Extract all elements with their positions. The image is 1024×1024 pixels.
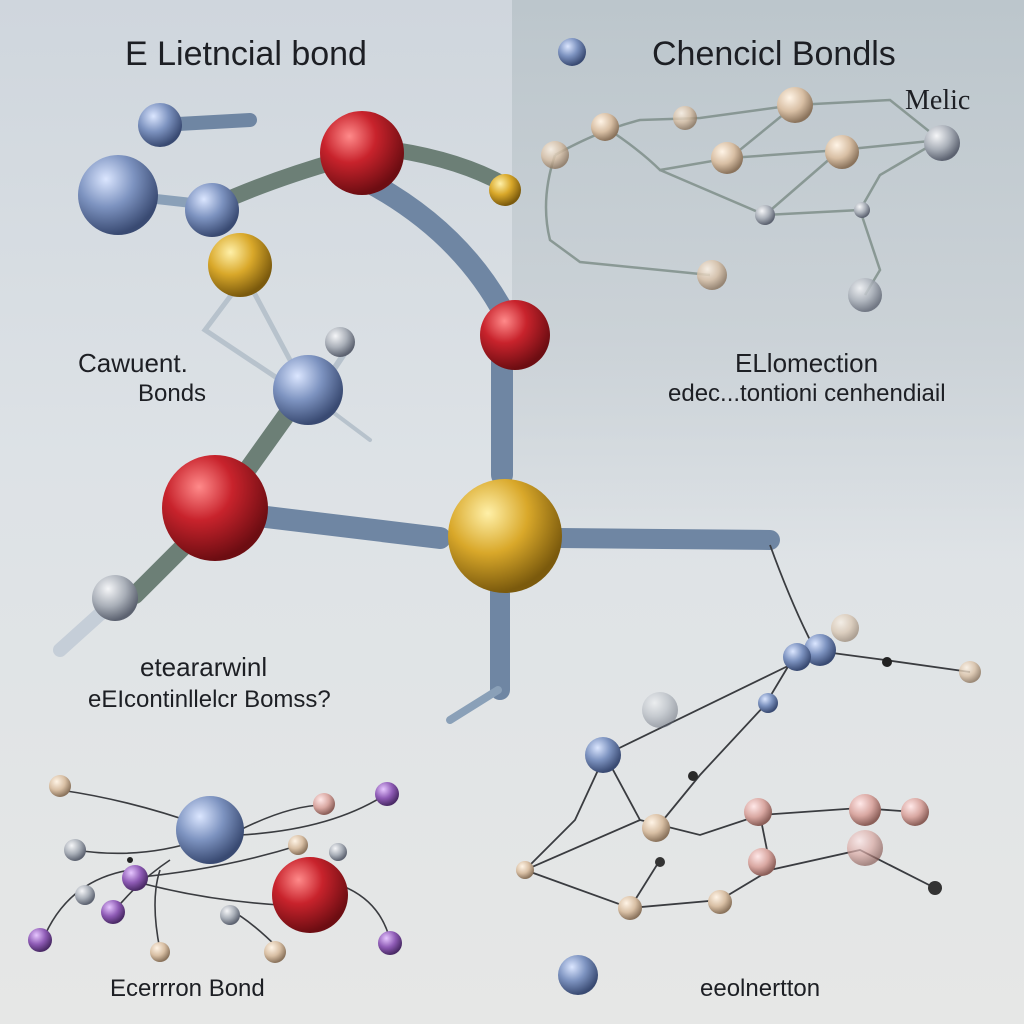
label-right-mid-line1: ELlomection [735, 348, 879, 378]
title-left: E Lietncial bond [125, 35, 367, 73]
electron-dot [127, 857, 133, 863]
atom-grey [848, 278, 882, 312]
atom-blue-center [273, 355, 343, 425]
atom-beige [541, 141, 569, 169]
atom-beige [516, 861, 534, 879]
atom-gold-small [208, 233, 272, 297]
main-atoms [78, 103, 562, 621]
label-covalent-line2: Bonds [138, 380, 207, 407]
label-bottom-left: Ecerrron Bond [110, 975, 265, 1002]
atom-blue-large-left [78, 155, 158, 235]
electron [378, 931, 402, 955]
atom-pink [901, 798, 929, 826]
electron [288, 835, 308, 855]
atom-red-top [320, 111, 404, 195]
electron [101, 900, 125, 924]
atom-blue [585, 737, 621, 773]
label-left-mid-line1: eteararwinl [140, 652, 268, 682]
atom-grey-lower-left [92, 575, 138, 621]
atom-pink [849, 794, 881, 826]
atom-red-nucleus [272, 857, 348, 933]
label-bottom-right: eeolnertton [700, 975, 821, 1002]
atom-beige [711, 142, 743, 174]
right-panel-background [512, 0, 1024, 560]
atom-pink [748, 848, 776, 876]
atom-grey [642, 692, 678, 728]
atom-beige [825, 135, 859, 169]
atom-beige [777, 87, 813, 123]
atom-dot [655, 857, 665, 867]
network-lower-right [522, 544, 971, 909]
network-lower-right-atoms [516, 614, 981, 995]
atom-beige [673, 106, 697, 130]
label-covalent-line1: Cawuent. [78, 348, 188, 378]
atom-blue-small-left [185, 183, 239, 237]
atom-beige [697, 260, 727, 290]
electron-cluster-atoms [28, 775, 402, 963]
main-bonds [53, 113, 780, 724]
electron [49, 775, 71, 797]
electron [375, 782, 399, 806]
atom-grey [854, 202, 870, 218]
electron [64, 839, 86, 861]
atom-beige [831, 614, 859, 642]
atom-beige [618, 896, 642, 920]
electron [264, 941, 286, 963]
atom-beige [708, 890, 732, 914]
electron [329, 843, 347, 861]
atom-dot [928, 881, 942, 895]
atom-grey [924, 125, 960, 161]
electron [75, 885, 95, 905]
right-subtitle: Melic [905, 85, 971, 116]
atom-blue-bottom [558, 955, 598, 995]
atom-grey-small-center [325, 327, 355, 357]
atom-red-large-left [162, 455, 268, 561]
atom-beige [959, 661, 981, 683]
label-right-mid-line2: edec...tontioni cenhendiail [668, 380, 946, 407]
atom-floating-blue [558, 38, 586, 66]
title-right: Chencicl Bondls [652, 35, 896, 73]
atom-grey [755, 205, 775, 225]
atom-dot [688, 771, 698, 781]
atom-blue [804, 634, 836, 666]
electron [28, 928, 52, 952]
atom-gold-large-center [448, 479, 562, 593]
network-top-right-atoms [541, 38, 960, 312]
atom-blue [783, 643, 811, 671]
electron [313, 793, 335, 815]
label-left-mid-line2: eEIcontinllelcr Bomss? [88, 686, 331, 713]
atom-blue-small-top [138, 103, 182, 147]
atom-gold-joint [489, 174, 521, 206]
electron [220, 905, 240, 925]
atom-pink [744, 798, 772, 826]
electron [122, 865, 148, 891]
atom-beige [642, 814, 670, 842]
atom-blue-nucleus [176, 796, 244, 864]
atom-beige [591, 113, 619, 141]
atom-red-mid [480, 300, 550, 370]
atom-blue [758, 693, 778, 713]
electron [150, 942, 170, 962]
atom-pink [847, 830, 883, 866]
atom-dot [882, 657, 892, 667]
